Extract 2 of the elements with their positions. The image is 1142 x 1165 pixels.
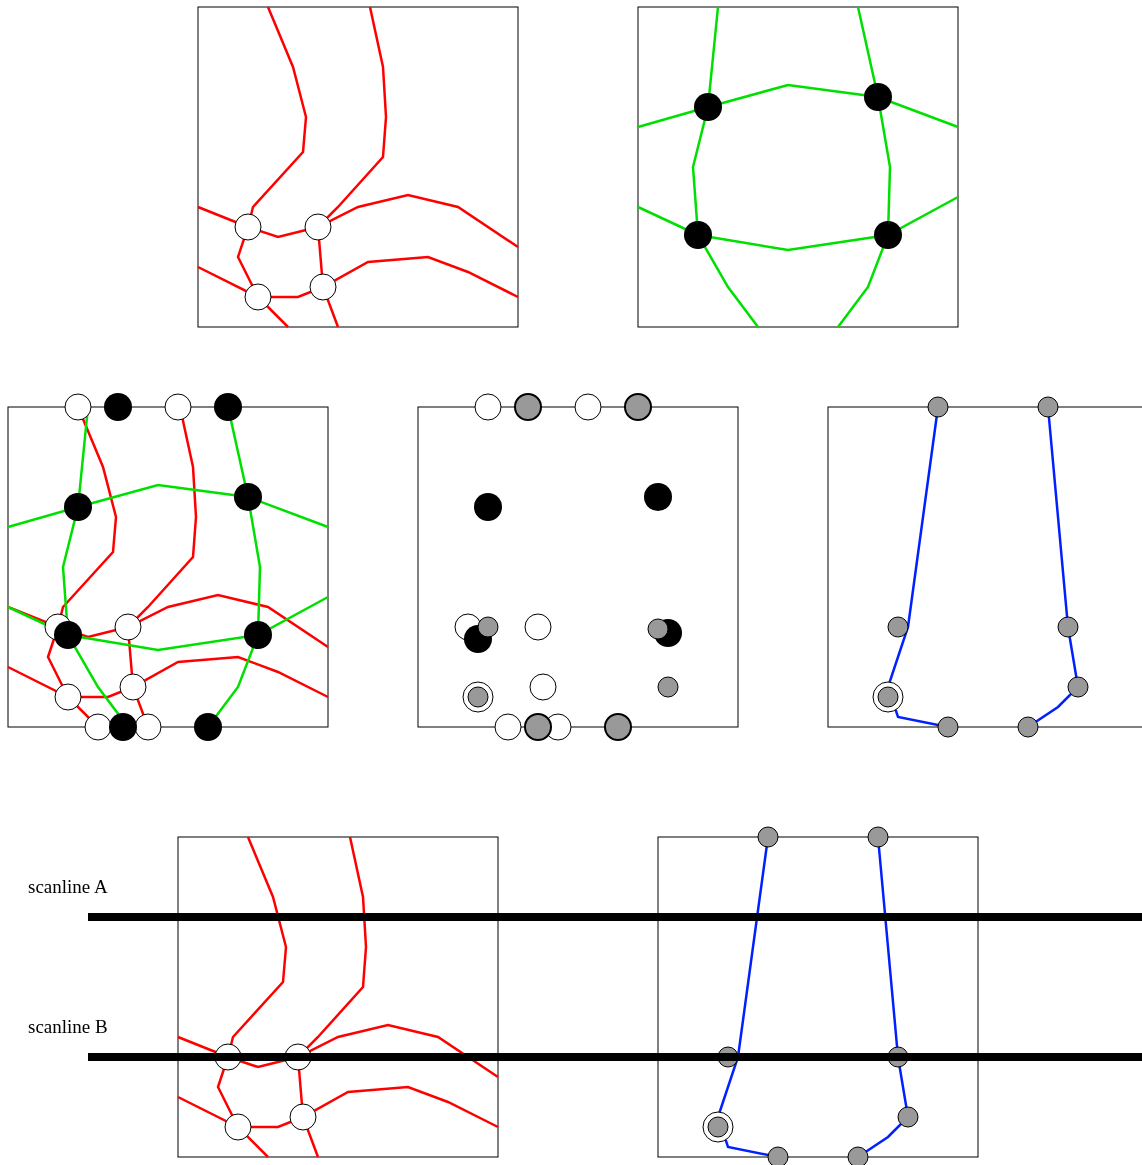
scanline-label: scanline A	[28, 876, 108, 898]
scanline-label: scanline B	[28, 1016, 108, 1038]
